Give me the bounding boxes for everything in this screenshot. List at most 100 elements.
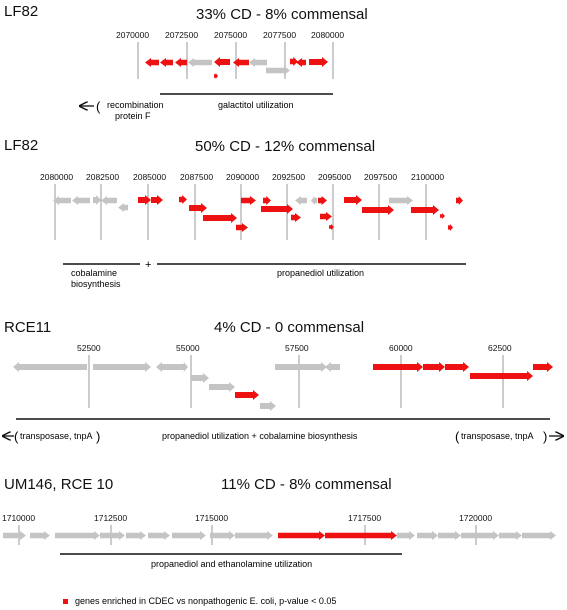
panel3-name: RCE11 (4, 319, 52, 336)
gene-arrow (191, 373, 209, 383)
gene-arrow (209, 382, 235, 392)
paren-close: ) (543, 429, 547, 444)
legend-swatch (63, 599, 68, 604)
gene-arrow (93, 362, 151, 372)
tick-label: 1717500 (348, 513, 381, 523)
enriched-gene-arrow (320, 212, 332, 221)
panel4-name: UM146, RCE 10 (4, 476, 114, 493)
enriched-gene-arrow (291, 213, 301, 222)
gene-arrow (93, 195, 101, 205)
gene-arrow (101, 196, 117, 205)
enriched-gene-arrow (263, 196, 271, 205)
tick-label: 2082500 (86, 172, 119, 182)
enriched-gene-arrow (309, 57, 328, 67)
enriched-gene-arrow (456, 196, 463, 205)
gene-arrow (100, 531, 125, 540)
tick-label: 57500 (285, 343, 309, 353)
paren-close: ) (96, 429, 100, 444)
gene-arrow (438, 531, 461, 540)
legend-text: genes enriched in CDEC vs nonpathogenic … (75, 596, 336, 606)
gene-arrow (417, 531, 438, 540)
enriched-gene-arrow (278, 531, 325, 540)
panel2-name: LF82 (4, 137, 39, 154)
gene-arrow (172, 531, 206, 540)
gene-arrow (53, 196, 71, 205)
gene-arrow (30, 531, 50, 540)
enriched-gene-arrow (236, 223, 248, 232)
enriched-gene-arrow (533, 362, 553, 372)
gene-arrow (311, 196, 317, 205)
annotation-label: protein F (115, 111, 151, 121)
tick-label: 1715000 (195, 513, 228, 523)
tick-label: 55000 (176, 343, 200, 353)
enriched-gene-arrow (329, 224, 334, 230)
tick-label: 2080000 (40, 172, 73, 182)
enriched-gene-arrow (344, 195, 362, 205)
enriched-gene-arrow (214, 57, 230, 67)
enriched-gene-arrow (445, 362, 469, 372)
annotation-label: propanediol utilization (277, 268, 364, 278)
enriched-gene-arrow (325, 531, 397, 540)
enriched-gene-arrow (151, 195, 163, 205)
panel1-genes (145, 57, 328, 79)
gene-arrow (461, 531, 499, 540)
annotation-label: galactitol utilization (218, 100, 294, 110)
enriched-gene-arrow (235, 390, 259, 400)
annotation-label: propanediol utilization + cobalamine bio… (162, 431, 358, 441)
gene-arrow (389, 196, 413, 205)
enriched-gene-arrow (296, 58, 306, 67)
tick-label: 60000 (389, 343, 413, 353)
panel3-ticks: 52500 55000 57500 60000 62500 (77, 343, 512, 353)
tick-label: 2090000 (226, 172, 259, 182)
tick-label: 2085000 (133, 172, 166, 182)
tick-label: 1720000 (459, 513, 492, 523)
enriched-gene-arrow (470, 371, 533, 381)
gene-arrow (260, 401, 276, 411)
annotation-label: cobalamine (71, 268, 117, 278)
panel4-genes (3, 531, 556, 540)
panel1-ticks: 2070000 2072500 2075000 2077500 2080000 (116, 30, 344, 40)
annotation-label: + (145, 259, 151, 271)
annotation-label: biosynthesis (71, 279, 121, 289)
panel1-name: LF82 (4, 3, 39, 20)
gene-arrow (325, 362, 340, 372)
enriched-gene-arrow (179, 195, 187, 204)
tick-label: 2092500 (272, 172, 305, 182)
gene-arrow (72, 196, 90, 205)
annotation-label: transposase, tnpA (20, 431, 93, 441)
annotation-label: propanediol and ethanolamine utilization (151, 559, 312, 569)
gene-arrow (181, 362, 188, 372)
paren-open: ( (14, 429, 19, 444)
gene-arrow (210, 531, 235, 540)
gene-arrow (148, 531, 170, 540)
enriched-gene-arrow (440, 213, 445, 219)
panel3-title: 4% CD - 0 commensal (214, 319, 365, 336)
gene-arrow (118, 203, 128, 212)
enriched-gene-arrow (423, 362, 445, 372)
enriched-gene-arrow (290, 57, 298, 66)
panel3-genes (13, 362, 553, 411)
annotation-label: transposase, tnpA (461, 431, 534, 441)
tick-label: 2080000 (311, 30, 344, 40)
panel1-title: 33% CD - 8% commensal (196, 6, 368, 23)
gene-arrow (397, 531, 415, 540)
paren-open: ( (455, 429, 460, 444)
gene-arrow (188, 58, 212, 67)
tick-label: 2087500 (180, 172, 213, 182)
enriched-gene-arrow (233, 58, 249, 67)
gene-arrow (249, 58, 267, 67)
enriched-gene-arrow (175, 58, 187, 67)
enriched-gene-arrow (411, 205, 439, 215)
panel4-title: 11% CD - 8% commensal (221, 476, 392, 493)
paren-open: ( (96, 99, 101, 114)
panel2-ticks: 2080000 2082500 2085000 2087500 2090000 … (40, 172, 444, 182)
tick-label: 2100000 (411, 172, 444, 182)
enriched-gene-arrow (261, 204, 293, 214)
panel2-genes (53, 195, 463, 232)
tick-label: 52500 (77, 343, 101, 353)
enriched-gene-arrow (241, 196, 256, 205)
gene-arrow (499, 531, 522, 540)
enriched-gene-arrow (160, 58, 173, 67)
enriched-gene-arrow (145, 58, 159, 67)
